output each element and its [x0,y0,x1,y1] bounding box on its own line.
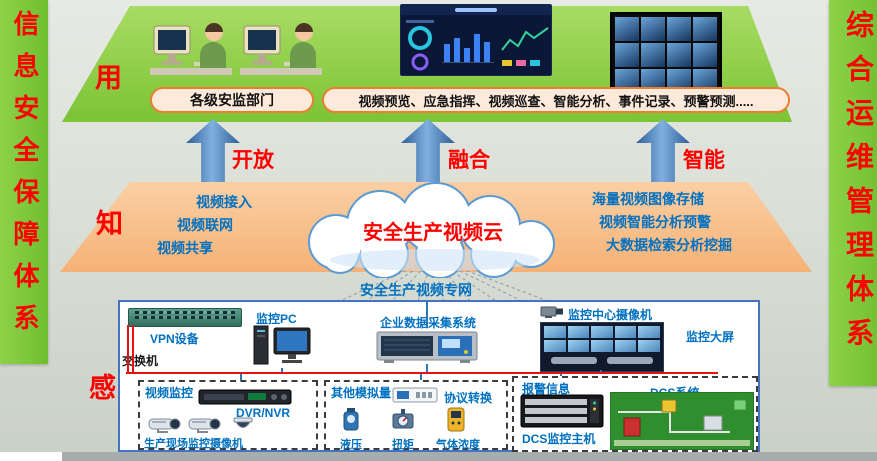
dashboard-screen [400,4,552,76]
left-banner: 信息安全保障体系 [0,0,48,364]
video-surveillance-group: 视频监控 DVR/NVR [138,380,318,450]
cloud-shape [308,182,555,278]
arrow-label-open: 开放 [232,149,274,172]
gas-label: 气体浓度 [436,439,480,451]
converter-label: 协议转换 [444,391,493,405]
pc-device-icon [253,325,311,365]
layer-tag-use: 用 [95,63,122,93]
cloud-title: 安全生产视频云 [363,222,503,244]
daq-label: 企业数据采集系统 [380,316,477,330]
private-network-label: 安全生产视频专网 [360,282,472,298]
bullet-camera-icon [148,418,181,433]
dept-box: 各级安监部门 [150,87,314,113]
up-arrow-intelligent [636,119,690,182]
alarm-label: 报警信息 [522,382,571,396]
layer-tag-sense: 感 [89,373,116,403]
vpn-label: VPN设备 [150,332,199,346]
bullet-camera-icon [188,418,221,433]
red-bus-vertical-2 [132,325,134,372]
analog-group-title: 其他模拟量 [331,386,392,400]
dome-camera-icon [233,417,253,428]
red-bus-vertical-1 [127,325,129,372]
analog-group: 其他模拟量 协议转换 [324,380,508,451]
switch-label: 交换机 [122,354,159,368]
protocol-converter-icon [392,387,438,403]
connector-daq-bus [426,364,428,372]
site-cameras-label: 生产现场监控摄像机 [144,438,243,450]
bottom-strip [0,452,877,461]
layer-tag-know: 知 [96,209,123,239]
connector-room-bus [600,370,602,372]
dvr-device-icon [198,389,292,405]
hydraulic-sensor-icon [343,408,359,431]
daq-server-icon [376,331,478,363]
dcs-server-icon [520,394,604,428]
gas-sensor-icon [447,407,465,432]
video-wall [610,12,722,98]
red-bus-horizontal [126,372,718,374]
center-camera-label: 监控中心摄像机 [568,308,653,322]
middle-item-video-access: 视频接入 [196,194,252,210]
dcs-screen [610,392,754,450]
connector-pc [281,368,283,372]
up-arrow-fusion [401,119,455,182]
middle-item-analysis: 视频智能分析预警 [599,214,711,230]
control-room [540,322,664,372]
arrow-label-fusion: 融合 [448,149,490,172]
torque-label: 扭矩 [392,439,414,451]
operators-clipart-icon [150,22,323,76]
vpn-switch-device-icon [128,308,242,327]
arrow-label-intelligent: 智能 [683,149,725,172]
middle-item-video-share: 视频共享 [157,240,213,256]
center-camera-icon [540,306,563,318]
dvr-label: DVR/NVR [236,406,291,420]
dcs-host-label: DCS监控主机 [522,432,596,446]
functions-box: 视频预览、应急指挥、视频巡查、智能分析、事件记录、预警预测..... [322,87,790,113]
connector-network-daq [426,302,428,328]
big-screen-label: 监控大屏 [686,330,735,344]
torque-sensor-icon [392,409,414,429]
pc-label: 监控PC [256,312,297,326]
right-banner: 综合运维管理体系 [829,0,877,386]
middle-item-video-network: 视频联网 [177,217,233,233]
device-layer-box: VPN设备 交换机 监控PC 企业数据采集系统 [118,300,760,452]
dcs-group: 报警信息 DCS系统 DCS监控主机 [512,376,758,452]
middle-item-bigdata: 大数据检索分析挖掘 [606,237,732,253]
middle-item-storage: 海量视频图像存储 [592,191,704,207]
video-group-title: 视频监控 [145,386,194,400]
hydraulic-label: 液压 [340,439,362,451]
bottom-strip-corner [0,452,62,461]
